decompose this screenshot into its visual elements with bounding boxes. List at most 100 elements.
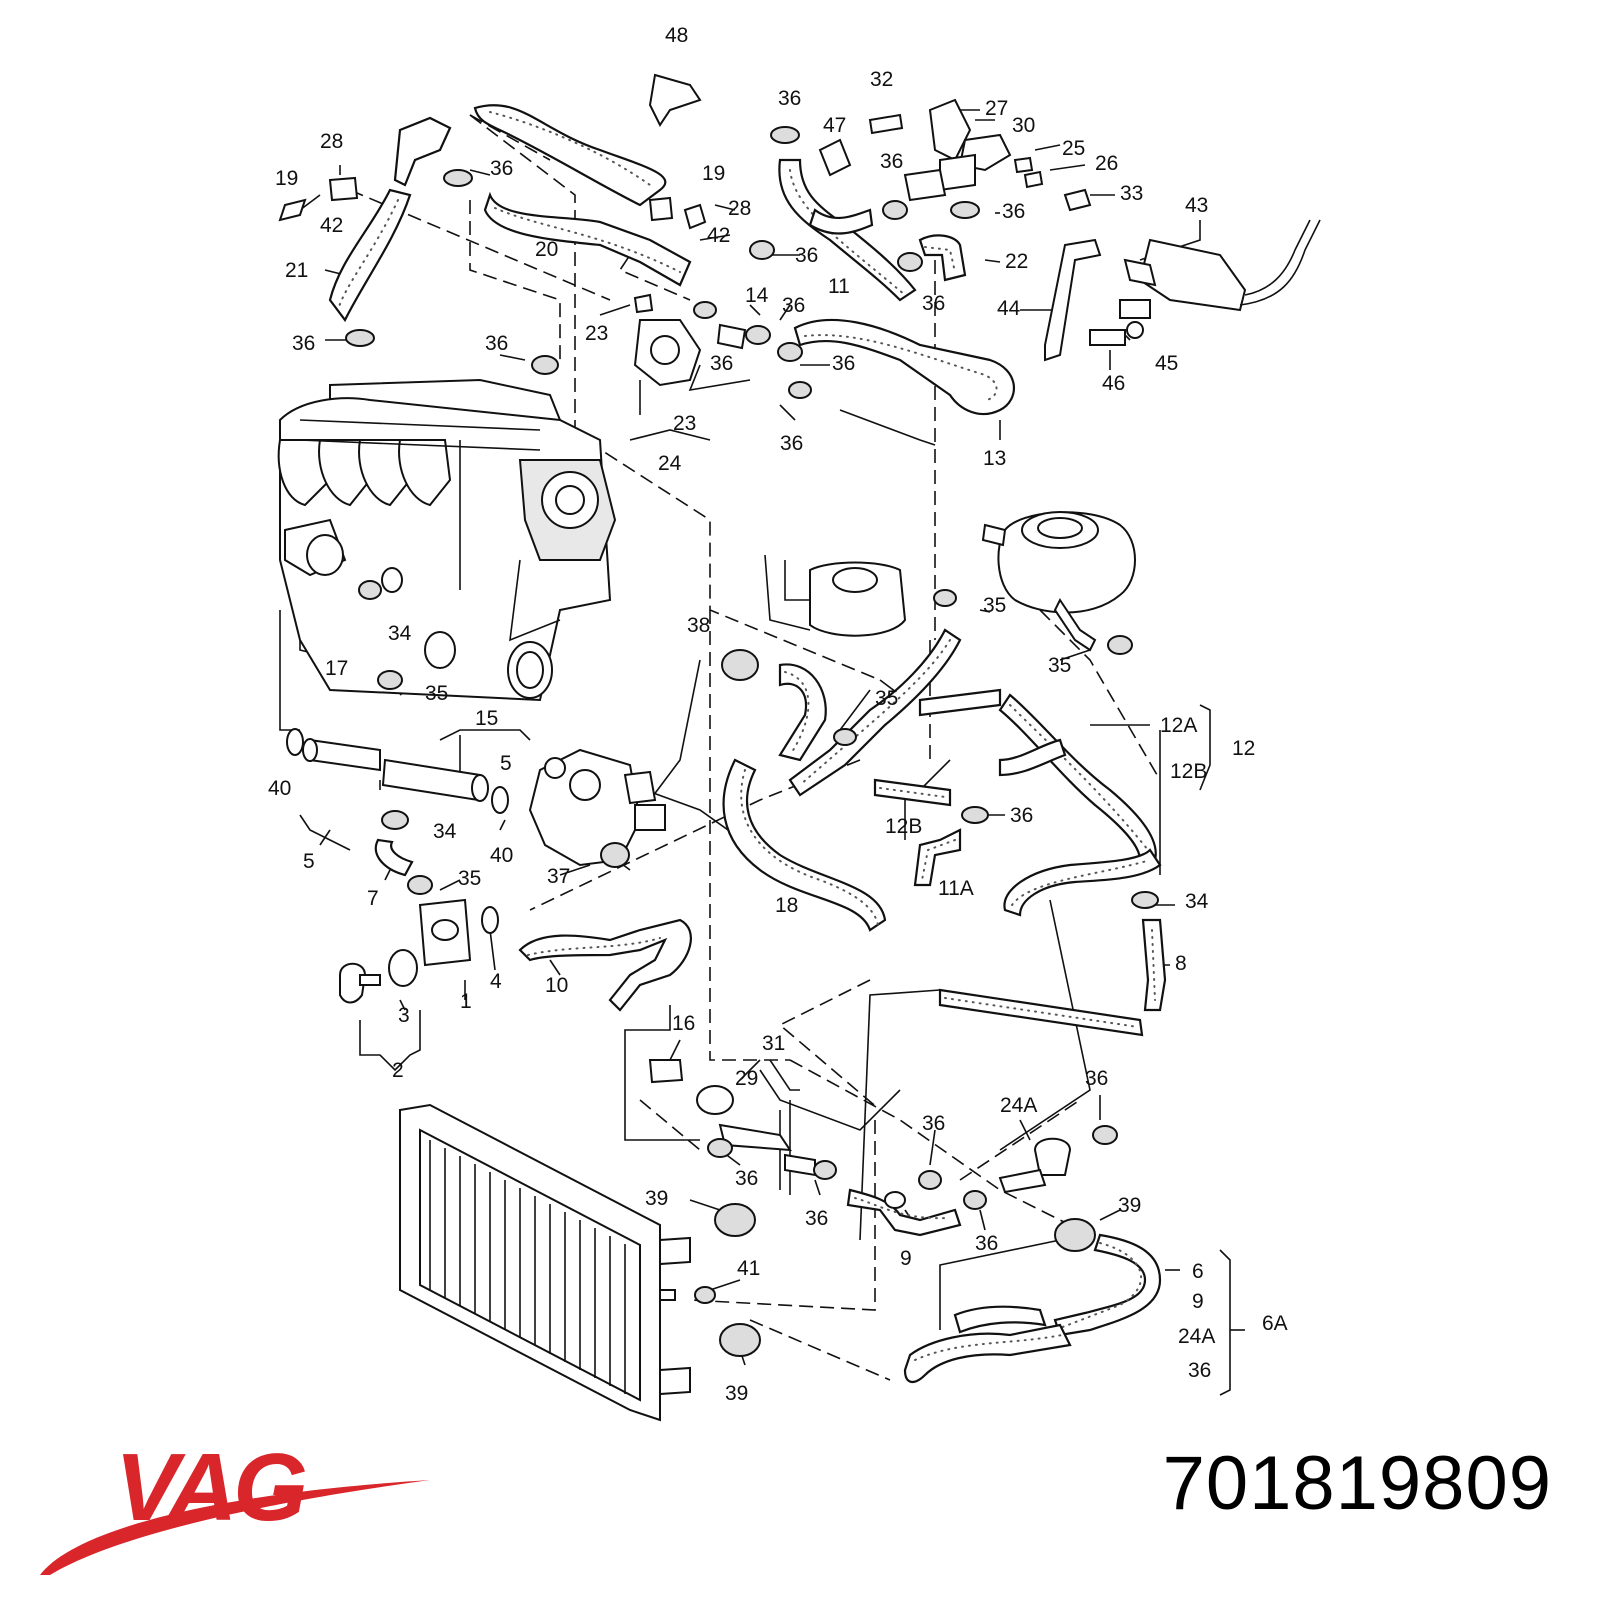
callout-35: 35	[458, 867, 481, 890]
callout-9: 9	[1192, 1290, 1204, 1313]
callout-28: 28	[320, 130, 343, 153]
callout-2: 2	[392, 1059, 404, 1082]
callout-31: 31	[762, 1032, 785, 1055]
engine-block	[277, 378, 617, 702]
callout-36: 36	[780, 432, 803, 455]
vag-logo: VAG	[40, 1434, 430, 1575]
callout-47: 47	[823, 114, 846, 137]
callout-36: 36	[782, 294, 805, 317]
pipe-15	[302, 738, 489, 802]
callout-16: 16	[672, 1012, 695, 1035]
callout-40: 40	[490, 844, 513, 867]
part-number: 701819809	[1162, 1441, 1552, 1526]
callout-30: 30	[1012, 114, 1035, 137]
callout-5: 5	[303, 850, 315, 873]
valve-23	[633, 319, 747, 387]
callout-36: 36	[710, 352, 733, 375]
callout-12: 12	[1232, 737, 1255, 760]
callout-12A: 12A	[1160, 714, 1197, 737]
callout-34: 34	[388, 622, 412, 645]
thermostat-housing	[528, 748, 666, 867]
callout-41: 41	[737, 1257, 760, 1280]
callout-34: 34	[433, 820, 457, 843]
callout-44: 44	[997, 297, 1021, 320]
callout-36: 36	[1085, 1067, 1108, 1090]
callout-19: 19	[702, 162, 725, 185]
callout-1: 1	[460, 990, 472, 1013]
callout-24A: 24A	[1000, 1094, 1037, 1117]
callout-11: 11	[828, 275, 850, 298]
callout-36: 36	[880, 150, 903, 173]
callout-46: 46	[1102, 372, 1125, 395]
callout-35: 35	[983, 594, 1006, 617]
callout-9: 9	[900, 1247, 912, 1270]
bracket-44	[1044, 238, 1102, 362]
callout-15: 15	[475, 707, 498, 730]
callout-28: 28	[728, 197, 751, 220]
callout-3: 3	[398, 1004, 410, 1027]
lower-fittings	[648, 1059, 1072, 1209]
callout-12B: 12B	[1170, 760, 1207, 783]
callout-20: 20	[535, 238, 558, 261]
logo-wordmark: VAG	[115, 1434, 305, 1541]
callout-36: 36	[975, 1232, 998, 1255]
callout-5: 5	[500, 752, 512, 775]
callout-36: 36	[485, 332, 508, 355]
callout-6A: 6A	[1262, 1312, 1288, 1335]
callout-36: 36	[922, 292, 945, 315]
callout-14: 14	[745, 284, 769, 307]
callout-11A: 11A	[938, 877, 974, 900]
callout-29: 29	[735, 1067, 758, 1090]
callout-27: 27	[985, 97, 1008, 120]
callout-36: 36	[292, 332, 315, 355]
callout-36: 36	[1002, 200, 1025, 223]
callout-8: 8	[1175, 952, 1187, 975]
oil-cooler	[286, 567, 509, 1004]
callout-22: 22	[1005, 250, 1028, 273]
upper-fittings	[278, 73, 1151, 346]
solenoid-valve-43	[1123, 219, 1321, 312]
callout-36: 36	[1188, 1359, 1211, 1382]
callout-32: 32	[870, 68, 893, 91]
callout-36: 36	[832, 352, 855, 375]
radiator-fins	[429, 1140, 626, 1394]
callout-12B: 12B	[885, 815, 922, 838]
callout-35: 35	[425, 682, 448, 705]
callout-42: 42	[320, 214, 343, 237]
callout-35: 35	[1048, 654, 1071, 677]
callout-39: 39	[645, 1187, 668, 1210]
callout-25: 25	[1062, 137, 1085, 160]
callout-40: 40	[268, 777, 291, 800]
callout-39: 39	[1118, 1194, 1141, 1217]
callout-13: 13	[983, 447, 1006, 470]
expansion-tank	[981, 511, 1136, 652]
callout-18: 18	[775, 894, 798, 917]
callout-21: 21	[285, 259, 308, 282]
callout-23: 23	[673, 412, 696, 435]
callout-45: 45	[1155, 352, 1178, 375]
callout-39: 39	[725, 1382, 748, 1405]
hose-clamps	[345, 126, 1159, 1357]
callout-24A: 24A	[1178, 1325, 1215, 1348]
callout-42: 42	[707, 224, 730, 247]
callout-10: 10	[545, 974, 568, 997]
callout-36: 36	[778, 87, 801, 110]
radiator	[399, 1103, 691, 1422]
callout-34: 34	[1185, 890, 1209, 913]
callout-48: 48	[665, 24, 688, 47]
oil-filter-housing	[764, 554, 907, 637]
callout-24: 24	[658, 452, 682, 475]
callout-36: 36	[922, 1112, 945, 1135]
callout-7: 7	[367, 887, 379, 910]
callout-26: 26	[1095, 152, 1118, 175]
callout-4: 4	[490, 970, 502, 993]
callout-labels: 48 32 36 27 47 30 25 26 36 33 36 43 22 3…	[268, 24, 1288, 1405]
callout-38: 38	[687, 614, 710, 637]
callout-23: 23	[585, 322, 608, 345]
callout-36: 36	[1010, 804, 1033, 827]
callout-17: 17	[325, 657, 348, 680]
callout-37: 37	[547, 865, 570, 888]
callout-43: 43	[1185, 194, 1208, 217]
callout-36: 36	[490, 157, 513, 180]
